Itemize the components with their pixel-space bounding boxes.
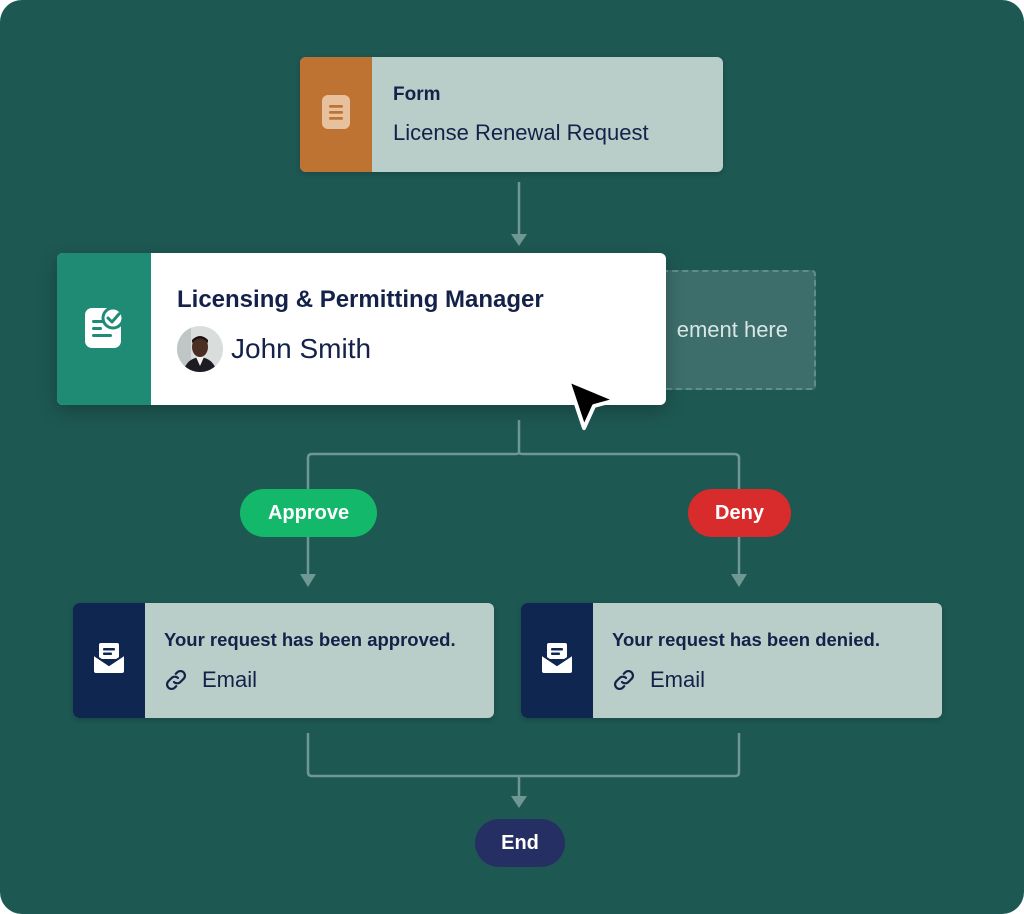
- form-node-title: Form: [393, 83, 441, 105]
- link-icon: [164, 668, 188, 692]
- form-node[interactable]: Form License Renewal Request: [300, 57, 723, 172]
- form-node-subtitle: License Renewal Request: [393, 119, 649, 145]
- approval-node[interactable]: Licensing & Permitting Manager John Smit…: [57, 253, 666, 405]
- assignee-name: John Smith: [231, 333, 372, 364]
- link-icon: [612, 668, 636, 692]
- approval-icon-panel: [57, 253, 151, 405]
- email-icon-panel: [521, 603, 593, 718]
- avatar: [177, 326, 223, 372]
- drop-zone-text: ement here: [676, 317, 788, 342]
- approval-node-title: Licensing & Permitting Manager: [177, 286, 544, 313]
- approve-branch-label[interactable]: Approve: [240, 489, 377, 537]
- mouse-pointer-icon: [562, 374, 622, 441]
- email-node-approved[interactable]: Your request has been approved. Email: [73, 603, 494, 718]
- document-icon: [321, 94, 351, 135]
- email-type-label: Email: [650, 666, 706, 692]
- email-node-title: Your request has been approved.: [164, 628, 456, 650]
- form-icon-panel: [300, 57, 372, 172]
- deny-branch-label[interactable]: Deny: [688, 489, 791, 537]
- email-node-title: Your request has been denied.: [612, 628, 880, 650]
- end-node[interactable]: End: [475, 819, 565, 867]
- email-node-denied[interactable]: Your request has been denied. Email: [521, 603, 942, 718]
- envelope-icon: [92, 641, 126, 680]
- email-icon-panel: [73, 603, 145, 718]
- email-type-label: Email: [202, 666, 258, 692]
- envelope-icon: [540, 641, 574, 680]
- approval-icon: [83, 304, 125, 355]
